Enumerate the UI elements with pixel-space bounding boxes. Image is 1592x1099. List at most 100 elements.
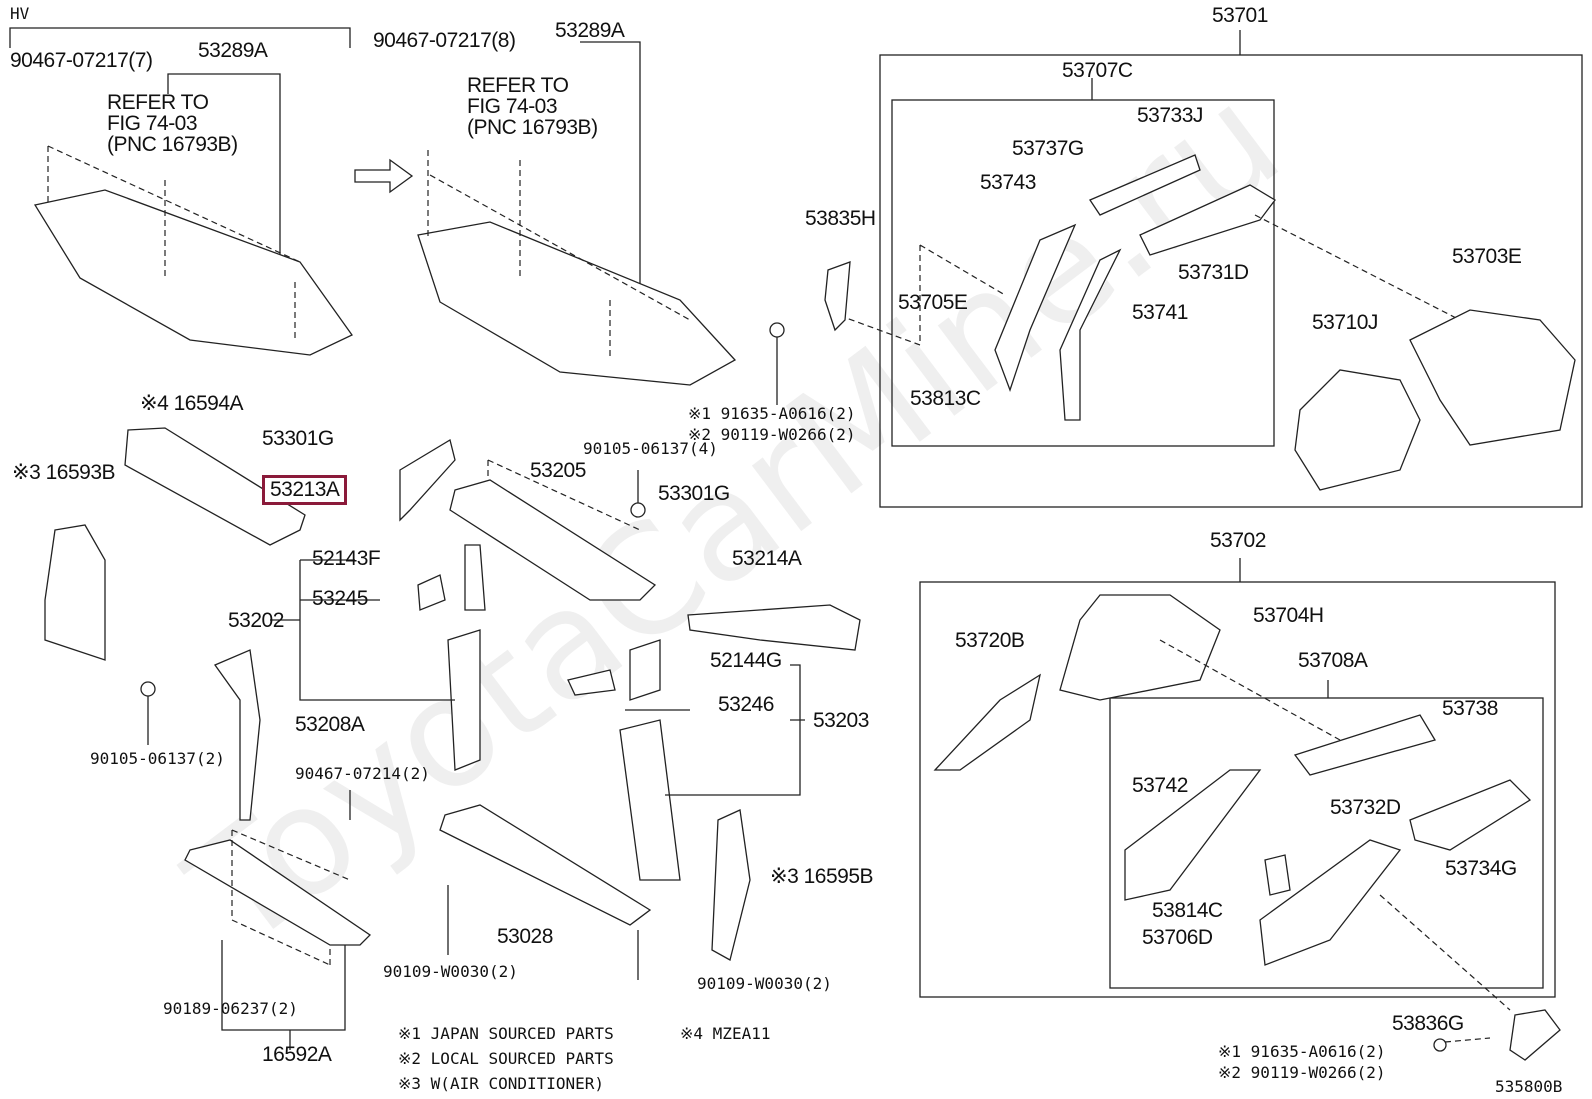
label-53743[interactable]: 53743 xyxy=(980,171,1036,194)
bracket-53289A-right xyxy=(580,41,641,330)
label-90105-06137-4[interactable]: 90105-06137(4) xyxy=(583,439,718,458)
refer-line2-right: FIG 74-03 xyxy=(467,95,558,118)
part-52143F xyxy=(464,544,486,611)
label-53704H[interactable]: 53704H xyxy=(1253,604,1324,627)
refer-line3-left: (PNC 16793B) xyxy=(107,133,238,156)
label-90109-right[interactable]: 90109-W0030(2) xyxy=(697,974,832,993)
bolt-icon-90105-top xyxy=(630,502,646,518)
label-16594A[interactable]: ※4 16594A xyxy=(140,392,244,415)
label-53737G[interactable]: 53737G xyxy=(1012,137,1084,160)
label-53707C[interactable]: 53707C xyxy=(1062,59,1133,82)
box-53702 xyxy=(919,581,1556,998)
label-90105-06137-2[interactable]: 90105-06137(2) xyxy=(90,749,225,768)
note-4: ※4 MZEA11 xyxy=(680,1024,771,1043)
refer-line1-left: REFER TO xyxy=(107,91,209,114)
label-16592A[interactable]: 16592A xyxy=(262,1043,332,1066)
label-16595B[interactable]: ※3 16595B xyxy=(770,865,874,888)
part-53289A-left xyxy=(33,189,353,356)
note-2: ※2 LOCAL SOURCED PARTS xyxy=(398,1049,614,1068)
label-53706D[interactable]: 53706D xyxy=(1142,926,1213,949)
part-52144G xyxy=(629,639,661,701)
label-53214A[interactable]: 53214A xyxy=(732,547,802,570)
label-53733J[interactable]: 53733J xyxy=(1137,104,1203,127)
label-53301G-b[interactable]: 53301G xyxy=(658,482,730,505)
part-53734G xyxy=(1409,779,1532,851)
label-53836G[interactable]: 53836G xyxy=(1392,1012,1464,1035)
label-53720B[interactable]: 53720B xyxy=(955,629,1025,652)
part-53720B xyxy=(933,673,1041,771)
label-90119-top[interactable]: ※2 90119-W0266(2) xyxy=(688,425,856,444)
part-16593B xyxy=(44,524,106,661)
part-53703E xyxy=(1409,309,1576,446)
label-53702[interactable]: 53702 xyxy=(1210,529,1266,552)
label-53708A[interactable]: 53708A xyxy=(1298,649,1368,672)
part-16592A xyxy=(184,839,372,946)
part-53835H xyxy=(824,261,851,332)
part-53208A xyxy=(214,649,261,821)
figure-id: 535800B xyxy=(1495,1077,1563,1096)
label-53289A-right[interactable]: 53289A xyxy=(555,19,625,42)
part-53203 xyxy=(619,719,681,881)
label-53701[interactable]: 53701 xyxy=(1212,4,1268,27)
part-53214A xyxy=(687,604,861,651)
label-53028[interactable]: 53028 xyxy=(497,925,553,948)
label-53202[interactable]: 53202 xyxy=(228,609,284,632)
label-52143F[interactable]: 52143F xyxy=(312,547,381,570)
label-53213A[interactable]: 53213A xyxy=(262,475,348,505)
label-53203[interactable]: 53203 xyxy=(813,709,869,732)
part-16594A xyxy=(124,427,306,546)
box-53708A xyxy=(1109,697,1544,989)
part-53710J xyxy=(1294,369,1421,491)
part-53733J xyxy=(1089,154,1201,216)
label-90109-left[interactable]: 90109-W0030(2) xyxy=(383,962,518,981)
refer-line2-left: FIG 74-03 xyxy=(107,112,198,135)
label-53301G-a[interactable]: 53301G xyxy=(262,427,334,450)
bolt-icon-bottom xyxy=(1433,1038,1447,1052)
label-53814C[interactable]: 53814C xyxy=(1152,899,1223,922)
label-53289A-left[interactable]: 53289A xyxy=(198,39,268,62)
label-53710J[interactable]: 53710J xyxy=(1312,311,1378,334)
label-hv: HV xyxy=(10,4,30,23)
label-90189[interactable]: 90189-06237(2) xyxy=(163,999,298,1018)
label-53205[interactable]: 53205 xyxy=(530,459,586,482)
label-53703E[interactable]: 53703E xyxy=(1452,245,1522,268)
label-90467-07214-2[interactable]: 90467-07214(2) xyxy=(295,764,430,783)
part-53742 xyxy=(1124,769,1262,901)
part-53732D xyxy=(1293,714,1436,776)
note-1: ※1 JAPAN SOURCED PARTS xyxy=(398,1024,614,1043)
label-53246[interactable]: 53246 xyxy=(718,693,774,716)
label-91635-top[interactable]: ※1 91635-A0616(2) xyxy=(688,404,856,423)
part-53705E xyxy=(994,223,1077,392)
label-91635-bot[interactable]: ※1 91635-A0616(2) xyxy=(1218,1042,1386,1061)
part-53289A-right xyxy=(417,221,737,386)
label-53738[interactable]: 53738 xyxy=(1442,697,1498,720)
label-53741[interactable]: 53741 xyxy=(1132,301,1188,324)
arrow-icon xyxy=(354,158,414,194)
label-53245[interactable]: 53245 xyxy=(312,587,368,610)
part-53731D xyxy=(1139,184,1276,256)
label-53734G[interactable]: 53734G xyxy=(1445,857,1517,880)
label-53732D[interactable]: 53732D xyxy=(1330,796,1401,819)
label-90467-07217-8[interactable]: 90467-07217(8) xyxy=(373,29,516,52)
label-53705E[interactable]: 53705E xyxy=(898,291,968,314)
label-53813C[interactable]: 53813C xyxy=(910,387,981,410)
label-53208A[interactable]: 53208A xyxy=(295,713,365,736)
part-53205 xyxy=(449,479,657,601)
note-3: ※3 W(AIR CONDITIONER) xyxy=(398,1074,605,1093)
part-53213A xyxy=(399,438,456,522)
label-53742[interactable]: 53742 xyxy=(1132,774,1188,797)
label-52144G[interactable]: 52144G xyxy=(710,649,782,672)
refer-line3-right: (PNC 16793B) xyxy=(467,116,598,139)
label-53731D[interactable]: 53731D xyxy=(1178,261,1249,284)
part-53028 xyxy=(439,804,652,926)
hv-bracket xyxy=(9,27,351,48)
label-90467-07217-7[interactable]: 90467-07217(7) xyxy=(10,49,153,72)
part-53245 xyxy=(417,574,446,611)
box-53707C xyxy=(891,99,1275,447)
label-16593B[interactable]: ※3 16593B xyxy=(12,461,116,484)
label-90119-bot[interactable]: ※2 90119-W0266(2) xyxy=(1218,1063,1386,1082)
part-53706D xyxy=(1259,839,1402,966)
part-53202-center xyxy=(447,629,481,771)
label-53835H[interactable]: 53835H xyxy=(805,207,876,230)
